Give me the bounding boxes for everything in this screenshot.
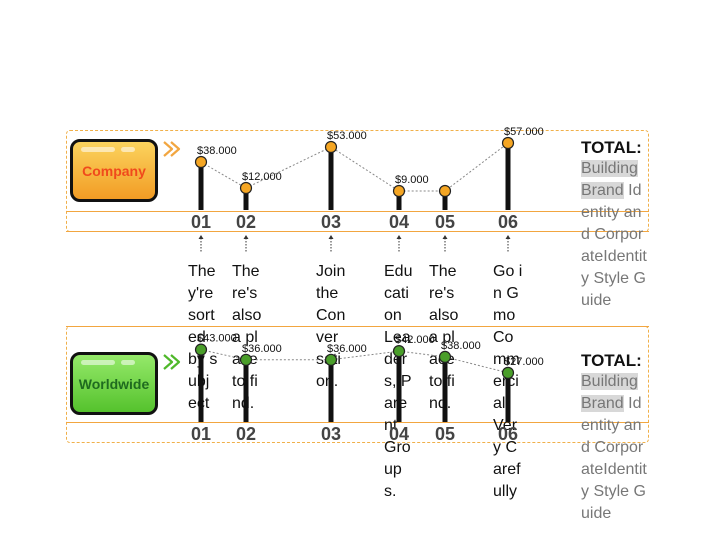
dotted-down-arrow-icon <box>243 235 249 239</box>
step-number: 04 <box>389 424 409 444</box>
value-label: $12.000 <box>242 171 282 183</box>
step-number: 06 <box>498 212 518 232</box>
data-point <box>194 155 208 169</box>
dotted-down-arrow-icon <box>442 235 448 239</box>
company-badge: Company <box>70 139 158 202</box>
value-label: $42.000 <box>395 334 435 346</box>
value-label: $36.000 <box>327 343 367 355</box>
divider-line <box>66 231 649 232</box>
step-description: Go in Gmo Commercial, Very Carefully <box>493 263 523 500</box>
total-rest: Identity and CorporateIdentity Style Gui… <box>581 395 647 522</box>
series-line <box>200 349 509 374</box>
step-number: 03 <box>321 424 341 444</box>
dotted-down-arrow-icon <box>396 235 402 239</box>
value-label: $27.000 <box>504 356 544 368</box>
step-number: 06 <box>498 424 518 444</box>
value-label: $38.000 <box>197 145 237 157</box>
total-description: Building Brand Identity and CorporateIde… <box>581 158 647 312</box>
total-description: Building Brand Identity and CorporateIde… <box>581 371 647 525</box>
step-number: 05 <box>435 424 455 444</box>
value-label: $9.000 <box>395 174 429 186</box>
double-chevron-right-icon <box>163 354 181 370</box>
value-label: $57.000 <box>504 126 544 138</box>
step-number: 05 <box>435 212 455 232</box>
worldwide-badge: Worldwide <box>70 352 158 415</box>
step-number: 01 <box>191 212 211 232</box>
divider-line <box>66 211 649 212</box>
worldwide-label: Worldwide <box>78 375 150 392</box>
step-number: 02 <box>236 212 256 232</box>
dotted-down-arrow-icon <box>505 235 511 239</box>
data-point <box>324 353 338 366</box>
data-point <box>324 140 338 154</box>
company-label: Company <box>82 162 146 179</box>
dotted-down-arrow-icon <box>328 235 334 239</box>
step-description: They're sorted by subject <box>188 263 218 412</box>
value-label: $36.000 <box>242 343 282 355</box>
data-point <box>239 353 253 366</box>
total-title: TOTAL: <box>581 351 642 370</box>
step-number: 03 <box>321 212 341 232</box>
divider-line <box>66 326 649 327</box>
divider-line <box>66 422 649 423</box>
data-point <box>392 345 406 358</box>
step-description: Education Leaders, Parent Groups. <box>384 263 413 500</box>
double-chevron-right-icon <box>163 141 181 157</box>
data-point <box>501 136 515 150</box>
worldwide-total: TOTAL: Building Brand Identity and Corpo… <box>581 351 647 525</box>
step-number: 01 <box>191 424 211 444</box>
data-point <box>438 350 452 363</box>
data-point <box>194 343 208 356</box>
dotted-down-arrow-icon <box>198 235 204 239</box>
total-rest: Identity and CorporateIdentity Style Gui… <box>581 182 647 309</box>
data-point <box>501 366 515 379</box>
step-number: 04 <box>389 212 409 232</box>
value-label: $53.000 <box>327 130 367 142</box>
company-total: TOTAL: Building Brand Identity and Corpo… <box>581 138 647 312</box>
value-label: $43.000 <box>197 333 237 345</box>
step-description: There's also a place to find. <box>232 263 262 412</box>
step-number: 02 <box>236 424 256 444</box>
value-label: $38.000 <box>441 340 481 352</box>
data-point <box>239 181 253 195</box>
data-point <box>438 184 452 198</box>
data-point <box>392 184 406 198</box>
total-title: TOTAL: <box>581 138 642 157</box>
